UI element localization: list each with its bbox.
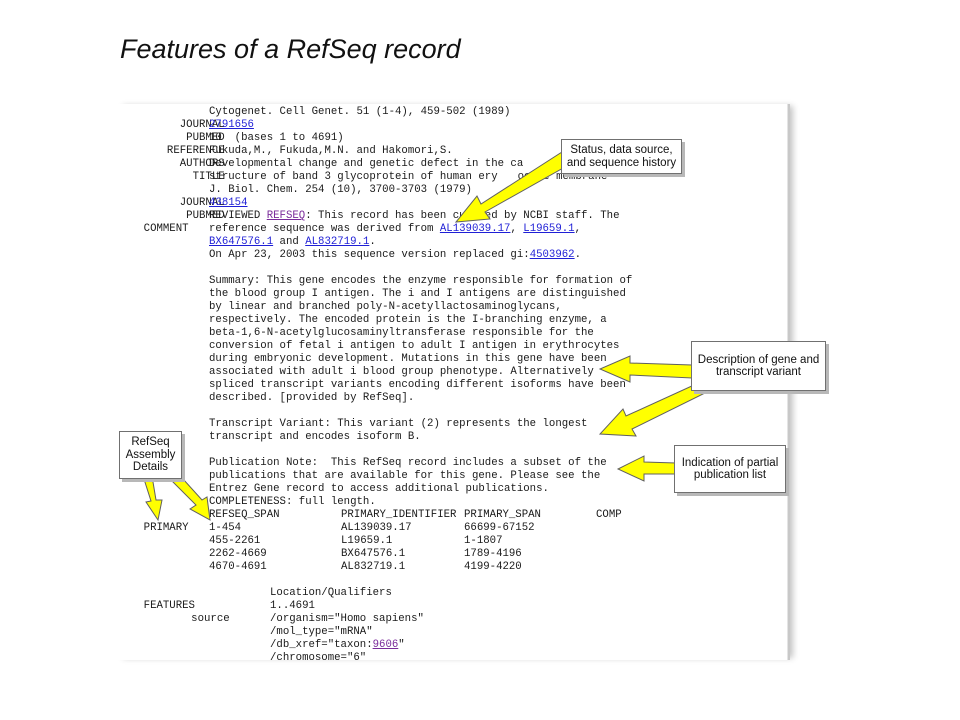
primary-column-header: PRIMARY_IDENTIFIER <box>341 509 457 521</box>
callout-text: Details <box>132 461 169 474</box>
primary-row: 2262-4669 BX647576.1 1789-4196 <box>116 548 522 561</box>
comment-line: On Apr 23, 2003 this sequence version re… <box>116 249 581 262</box>
accession-link[interactable]: AL832719.1 <box>305 236 370 248</box>
primary-column-header: PRIMARY_SPAN <box>464 509 541 521</box>
refseq-link[interactable]: REFSEQ <box>266 210 306 222</box>
pubmed-link[interactable]: 2791656 <box>209 119 254 131</box>
taxon-link[interactable]: 9606 <box>372 639 399 651</box>
primary-cell: AL832719.1 <box>341 561 406 573</box>
field-value: Fukuda,M., Fukuda,M.N. and Hakomori,S. <box>209 145 453 157</box>
field-value: 10 (bases 1 to 4691) <box>209 132 344 144</box>
primary-cell: 1789-4196 <box>464 548 522 560</box>
organism-qualifier: /organism="Homo sapiens" <box>270 613 424 625</box>
primary-cell: 4199-4220 <box>464 561 522 573</box>
primary-row: 4670-4691 AL832719.1 4199-4220 <box>116 561 522 574</box>
comment-text: and <box>273 236 306 248</box>
field-key: AUTHORS <box>179 158 225 170</box>
accession-link[interactable]: L19659.1 <box>523 223 575 235</box>
field-key: COMMENT <box>143 223 189 235</box>
comment-text: . <box>574 249 582 261</box>
primary-cell: 2262-4669 <box>209 548 267 560</box>
mol-type-qualifier: /mol_type="mRNA" <box>270 626 373 638</box>
field-value: structure of band 3 glycoprotein of huma… <box>209 171 498 183</box>
callout-text: RefSeq <box>131 436 170 449</box>
field-key: PUBMED <box>186 210 225 222</box>
primary-cell: 1-454 <box>209 522 242 534</box>
field-key: JOURNAL <box>179 119 225 131</box>
comment-text: On Apr 23, 2003 this sequence version re… <box>209 249 530 261</box>
comment-text: . <box>369 236 376 248</box>
field-key: REFERENCE <box>166 145 225 157</box>
features-header: Location/Qualifiers <box>270 587 392 599</box>
callout-status-history: Status, data source,and sequence history <box>561 139 682 174</box>
primary-cell: BX647576.1 <box>341 548 406 560</box>
comment-text: , <box>510 223 524 235</box>
comment-line: COMMENT REVIEWED REFSEQ: This record has … <box>116 210 620 235</box>
db-xref-qualifier: /db_xref="taxon: <box>270 639 373 651</box>
primary-row: 1-454 AL139039.17 66699-67152 <box>116 522 535 535</box>
field-key: PRIMARY <box>143 522 189 534</box>
comment-text: REVIEWED <box>209 210 267 222</box>
pubmed-link[interactable]: 438154 <box>209 197 248 209</box>
field-value: Developmental change and genetic defect … <box>209 158 524 170</box>
field-key: TITLE <box>192 171 225 183</box>
comment-line: BX647576.1 and AL832719.1. <box>116 236 376 249</box>
primary-cell: 455-2261 <box>209 535 261 547</box>
field-key: JOURNAL <box>179 197 225 209</box>
feature-key: source <box>191 613 230 625</box>
qualifier-line: /chromosome="6" <box>116 652 366 660</box>
accession-link[interactable]: AL139039.17 <box>439 223 511 235</box>
primary-column-header: COMP <box>596 509 622 521</box>
feature-location: 1..4691 <box>270 600 315 612</box>
field-value: J. Biol. Chem. 254 (10), 3700-3703 (1979… <box>209 184 472 196</box>
callout-text: transcript variant <box>715 366 801 378</box>
primary-cell: 4670-4691 <box>209 561 267 573</box>
slide-title: Features of a RefSeq record <box>120 34 461 64</box>
field-key: PUBMED <box>186 132 225 144</box>
comment-text: : This record has been curated by NCBI s… <box>305 210 620 222</box>
field-value: Cytogenet. Cell Genet. 51 (1-4), 459-502… <box>209 106 511 118</box>
callout-text: and sequence history <box>566 156 677 169</box>
gi-link[interactable]: 4503962 <box>529 249 575 261</box>
field-key: FEATURES <box>143 600 195 612</box>
features-header-line: FEATURES Location/Qualifiers <box>116 587 392 612</box>
comment-line: reference sequence was derived from AL13… <box>116 223 581 236</box>
comment-text: reference sequence was derived from <box>209 223 440 235</box>
db-xref-qualifier-end: " <box>398 639 405 651</box>
accession-link[interactable]: BX647576.1 <box>209 236 274 248</box>
primary-cell: 66699-67152 <box>464 522 535 534</box>
qualifier-line: /mol_type="mRNA" <box>116 626 373 639</box>
callout-text: Indication of partial <box>681 456 779 469</box>
callout-text: Assembly <box>125 448 176 461</box>
primary-column-header: REFSEQ_SPAN <box>209 509 280 521</box>
primary-row: 455-2261 L19659.1 1-1807 <box>116 535 502 548</box>
primary-cell: L19659.1 <box>341 535 393 547</box>
primary-cell: AL139039.17 <box>341 522 412 534</box>
callout-text: Description of gene and <box>697 353 820 366</box>
comment-text: , <box>574 223 582 235</box>
qualifier-line: /db_xref="taxon:9606" <box>116 639 405 652</box>
title-line-2: structure of band 3 glycoprotein of huma… <box>116 171 607 184</box>
qualifier-line: /organism="Homo sapiens" <box>116 613 424 626</box>
primary-header-row: PRIMARY REFSEQ_SPAN PRIMARY_IDENTIFIER P… <box>116 509 622 534</box>
callout-text: Status, data source, <box>570 144 673 156</box>
source-feature-line: source 1..4691 <box>116 600 315 625</box>
primary-cell: 1-1807 <box>464 535 503 547</box>
chromosome-qualifier: /chromosome="6" <box>270 652 367 660</box>
callout-text: publication list <box>693 469 767 481</box>
